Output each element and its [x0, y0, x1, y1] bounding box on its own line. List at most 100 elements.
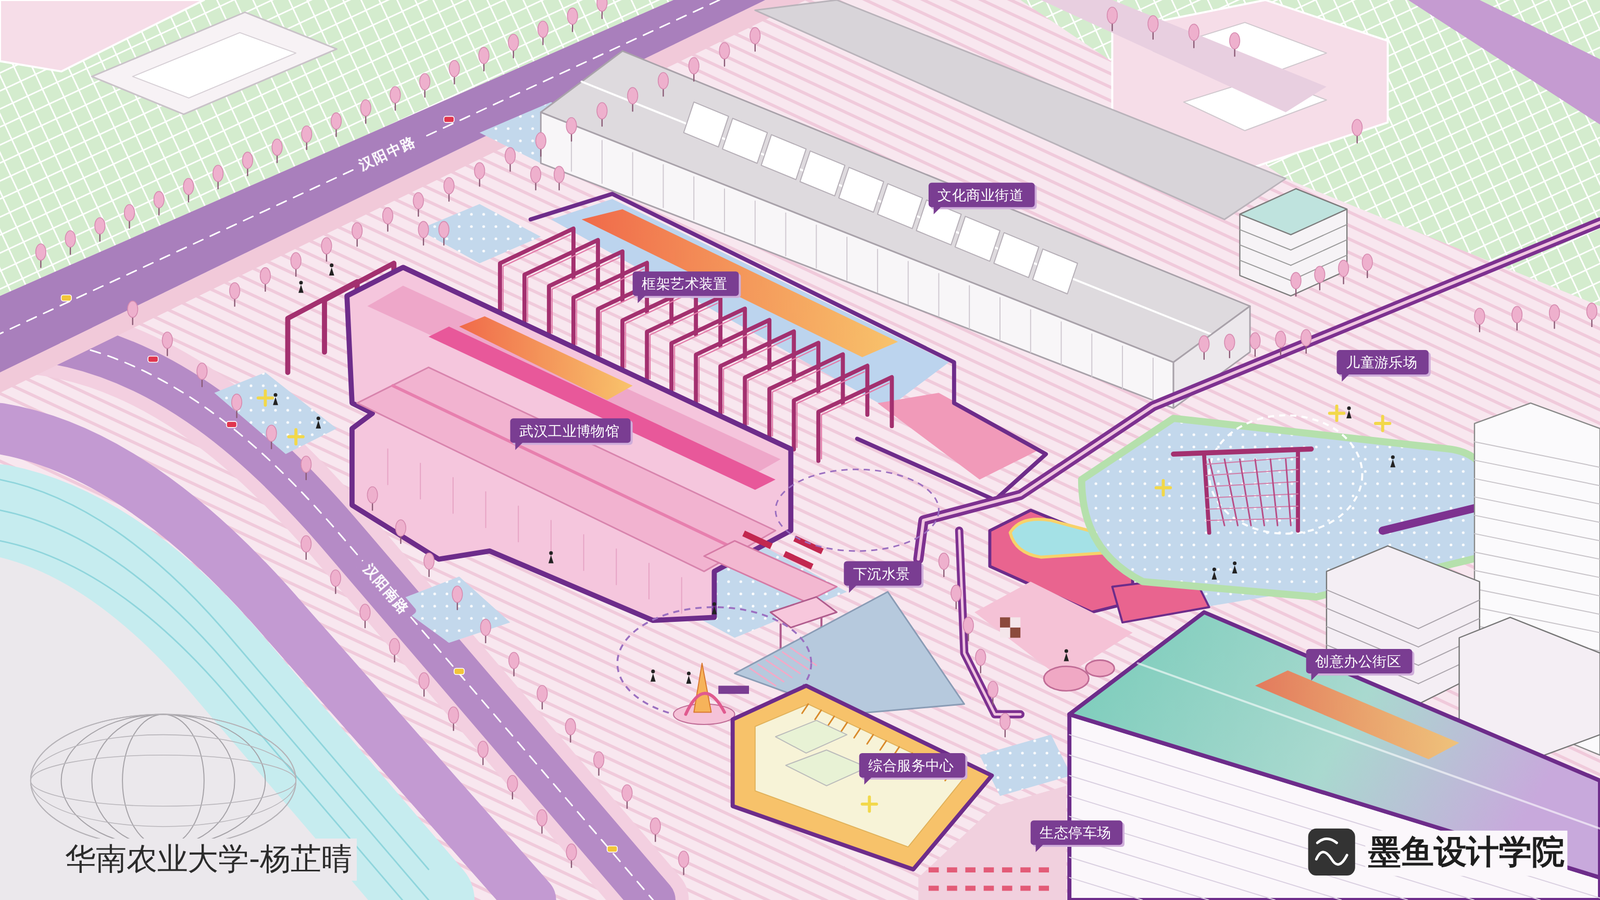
person-head — [712, 602, 717, 606]
bench — [742, 530, 773, 549]
person-body — [315, 420, 321, 429]
callout-text: 创意办公街区 — [1315, 652, 1402, 671]
window-line — [681, 577, 683, 614]
roof — [1069, 612, 1600, 878]
road — [0, 336, 654, 900]
frame-inner — [650, 303, 718, 379]
tree-crown — [260, 267, 271, 284]
roof-ridge — [1137, 663, 1600, 829]
roof-monitor — [993, 232, 1039, 278]
window-line — [907, 261, 909, 305]
tree-crown — [1000, 713, 1011, 730]
window-line — [968, 285, 970, 329]
roof-monitor — [722, 118, 768, 164]
play-lattice — [1206, 493, 1298, 498]
play-lattice — [1206, 518, 1298, 521]
parking-bay — [1002, 885, 1013, 892]
callout-text: 武汉工业博物馆 — [519, 421, 620, 440]
tree-crown — [124, 204, 135, 221]
stadium-wire — [91, 714, 235, 847]
stair-line — [815, 710, 822, 720]
callout-tag: 生态停车场 — [1030, 820, 1123, 845]
tree-crown — [153, 191, 165, 208]
round-seat — [1043, 666, 1089, 691]
person-body — [548, 555, 554, 564]
caption: 华南农业大学-杨芷晴 — [61, 838, 357, 881]
tree-crown — [719, 42, 730, 59]
chessboard — [1000, 617, 1011, 628]
window-line — [387, 448, 389, 485]
step-line — [790, 647, 817, 666]
frame-inner — [527, 246, 595, 322]
parking-bay — [928, 885, 940, 892]
person-body — [1211, 571, 1218, 580]
step-line — [782, 652, 809, 670]
floor-line — [1290, 224, 1347, 250]
parking-bay — [946, 867, 958, 873]
paving — [979, 734, 1072, 797]
floor-line — [1239, 229, 1291, 250]
car — [147, 356, 159, 363]
tree-crown — [418, 221, 429, 238]
person-body — [1390, 459, 1396, 468]
road-centre-line — [0, 336, 654, 900]
stair-line — [880, 740, 887, 750]
person-body — [650, 673, 656, 682]
person-head — [316, 416, 321, 421]
floor-line — [1326, 589, 1419, 629]
tree-crown — [530, 166, 542, 183]
tree-crown — [271, 139, 283, 156]
tree-crown — [1474, 308, 1485, 325]
tree-crown — [1188, 23, 1199, 41]
tree-crown — [750, 27, 761, 44]
frame-inner — [674, 314, 742, 391]
stadium-wire — [61, 714, 266, 847]
parking-bay — [1020, 885, 1031, 892]
floor-line — [1326, 608, 1419, 647]
tree-crown — [231, 394, 243, 411]
tree-crown — [390, 86, 401, 103]
tree-crown — [352, 222, 363, 239]
tree-crown — [1290, 272, 1302, 289]
window-line — [1091, 333, 1093, 377]
tree-crown — [419, 73, 431, 90]
window-line — [615, 548, 617, 585]
person-head — [329, 263, 334, 268]
play-lattice — [1224, 459, 1238, 526]
person-body — [711, 606, 718, 615]
canopy — [770, 596, 837, 628]
window-line — [754, 201, 756, 244]
tree-crown — [395, 519, 407, 536]
stair-line — [854, 728, 861, 739]
parking-bay — [965, 885, 976, 892]
tree-crown — [65, 230, 76, 247]
window-line — [1152, 358, 1154, 402]
person-head — [548, 551, 553, 555]
tree-crown — [963, 617, 974, 634]
wall — [540, 112, 1174, 409]
tree-crown — [1198, 335, 1210, 353]
tree-crown — [359, 604, 371, 621]
stair-line — [867, 734, 874, 745]
tree-crown — [596, 0, 608, 12]
roof-monitor — [955, 216, 1000, 261]
window-line — [877, 249, 879, 293]
sign-plate — [718, 685, 749, 695]
play-lattice — [1206, 506, 1298, 510]
frame-inner — [747, 348, 816, 425]
tree-crown — [474, 162, 485, 179]
roof-monitor — [838, 167, 884, 212]
building-base — [346, 267, 791, 621]
frame-inner — [552, 257, 620, 333]
stadium-wire — [30, 755, 296, 807]
stadium-wire — [122, 714, 205, 847]
tree-crown — [650, 817, 661, 834]
watermark: 墨鱼设计学院 — [1365, 830, 1568, 876]
callout-text: 框架艺术装置 — [641, 274, 728, 293]
sculpture — [693, 663, 711, 712]
parking-bay — [1038, 885, 1049, 892]
step-line — [758, 664, 784, 682]
logo-wave — [1316, 852, 1347, 865]
